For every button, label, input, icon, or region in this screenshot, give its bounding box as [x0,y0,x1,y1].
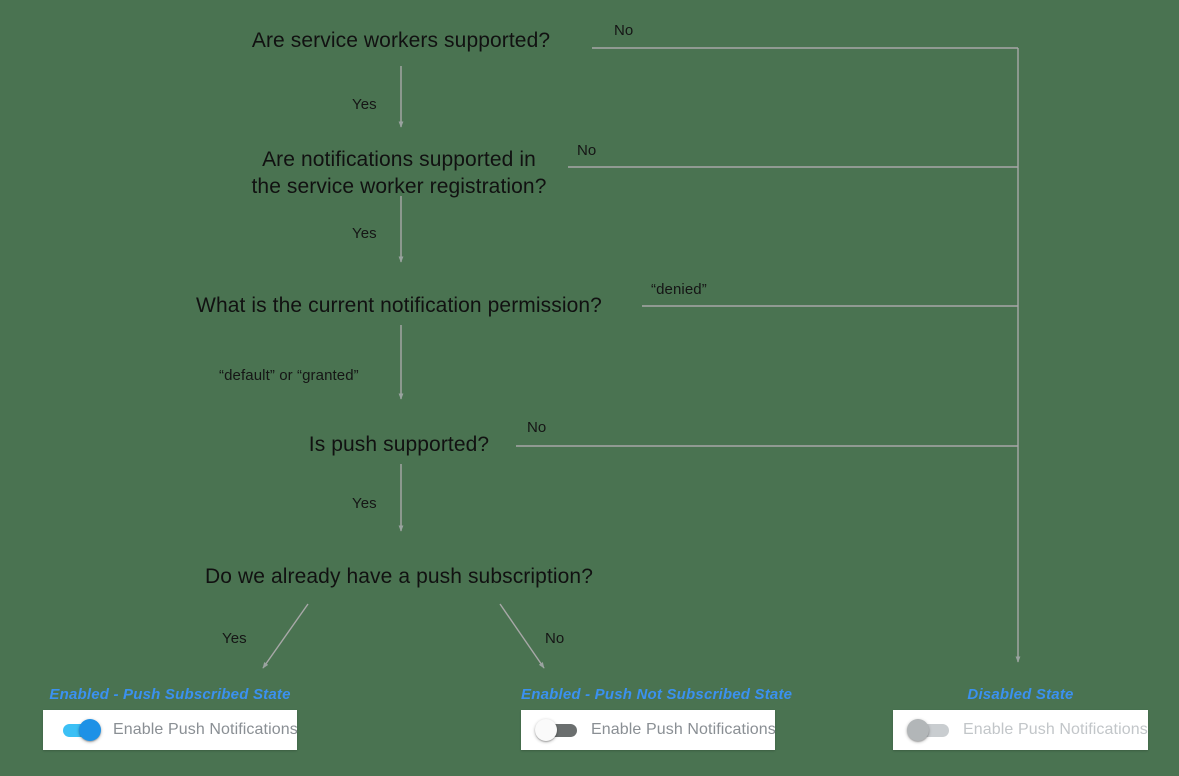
question-push-subscription: Do we already have a push subscription? [205,565,593,588]
edge-label-notifications-yes: Yes [352,225,377,242]
state-title-disabled: Disabled State [967,686,1074,703]
edge-label-service-workers-yes: Yes [352,96,377,113]
edge-label-notifications-no: No [577,142,597,159]
question-notifications-supported: Are notifications supported in the servi… [251,148,547,198]
edge-subscription-yes [262,603,309,669]
toggle-knob [79,719,101,741]
edge-label-subscription-no: No [545,630,565,647]
toggle-card-enabled-push-subscribed: Enable Push Notifications [43,710,298,750]
toggle-label-disabled: Enable Push Notifications [963,721,1148,738]
toggle-switch-push-subscribed[interactable] [57,719,103,741]
question-push-supported: Is push supported? [308,433,490,456]
edge-label-service-workers-no: No [614,22,634,39]
question-notification-permission: What is the current notification permiss… [196,294,602,317]
edge-subscription-no [499,603,545,669]
toggle-card-enabled-push-not-subscribed: Enable Push Notifications [521,710,776,750]
toggle-label-push-subscribed: Enable Push Notifications [113,721,298,738]
state-title-enabled-push-not-subscribed: Enabled - Push Not Subscribed State [521,686,793,703]
state-disabled: Disabled State Enable Push Notifications [893,686,1148,750]
toggle-switch-disabled [907,719,953,741]
state-enabled-push-not-subscribed: Enabled - Push Not Subscribed State Enab… [521,686,793,750]
edge-label-push-no: No [527,419,547,436]
toggle-knob [907,719,929,741]
edge-label-permission-denied: “denied” [651,281,707,298]
question-service-workers-supported: Are service workers supported? [251,29,551,52]
state-enabled-push-subscribed: Enabled - Push Subscribed State Enable P… [43,686,298,750]
toggle-card-disabled: Enable Push Notifications [893,710,1148,750]
edge-label-permission-default-granted: “default” or “granted” [219,367,359,384]
toggle-switch-push-not-subscribed[interactable] [535,719,581,741]
edge-label-push-yes: Yes [352,495,377,512]
toggle-knob [535,719,557,741]
toggle-label-push-not-subscribed: Enable Push Notifications [591,721,776,738]
edge-label-subscription-yes: Yes [222,630,247,647]
state-title-enabled-push-subscribed: Enabled - Push Subscribed State [49,686,291,703]
